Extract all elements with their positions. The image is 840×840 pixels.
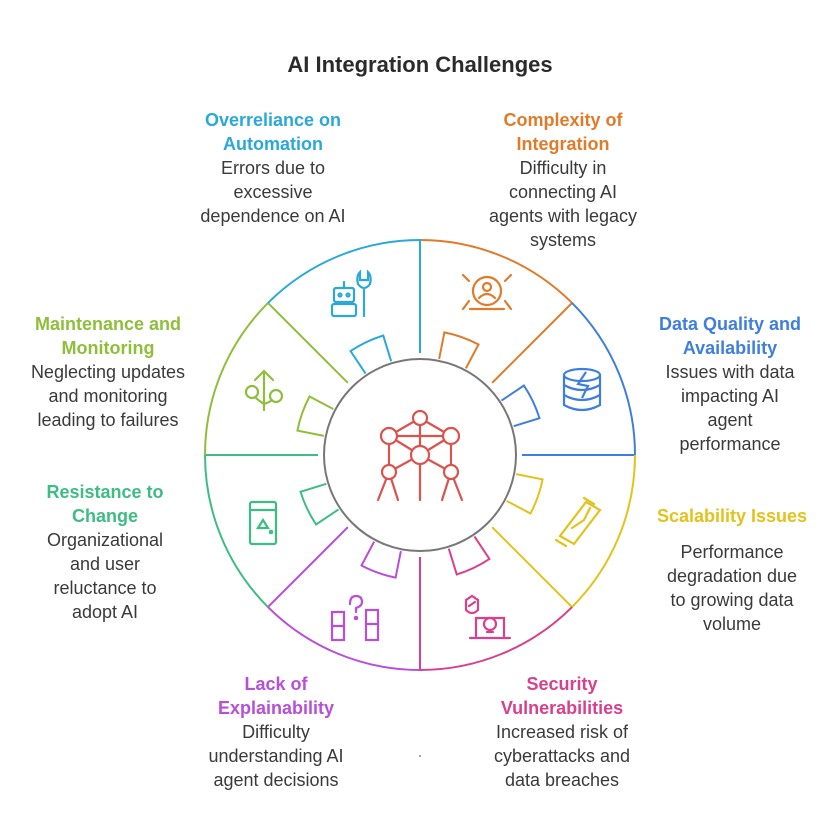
- page-title: AI Integration Challenges: [287, 52, 553, 77]
- database-icon: [562, 367, 602, 412]
- label-description: Errors due to excessive dependence on AI: [200, 158, 346, 226]
- wedge-overreliance: [267, 238, 421, 353]
- wedge-explainability: [266, 526, 421, 671]
- label-overreliance: Overreliance on Automation Errors due to…: [178, 108, 368, 228]
- label-heading: Lack of Explainability: [217, 674, 335, 718]
- wedge-data-quality: [522, 302, 637, 456]
- inner-tab-complexity: [438, 331, 480, 369]
- wedge-security: [419, 557, 573, 672]
- wedge-scalability: [491, 454, 636, 609]
- label-resistance: Resistance to Change Organizational and …: [30, 480, 180, 624]
- inner-tab-maintenance: [296, 395, 334, 437]
- plant-growth-icon: [244, 369, 284, 412]
- label-explainability: Lack of Explainability Difficulty unders…: [188, 672, 364, 792]
- user-network-icon: [461, 273, 513, 311]
- label-description: Difficulty understanding AI agent decisi…: [208, 722, 344, 790]
- inner-tab-data-quality: [500, 384, 541, 428]
- label-description: Neglecting updates and monitoring leadin…: [30, 362, 186, 430]
- label-description: Performance degradation due to growing d…: [666, 542, 798, 634]
- label-heading: Complexity of Integration: [503, 110, 623, 154]
- label-heading: Resistance to Change: [46, 482, 164, 526]
- label-scalability: Scalability Issues Performance degradati…: [640, 504, 824, 636]
- hourglass-icon: [554, 496, 602, 548]
- label-description: Difficulty in connecting AI agents with …: [488, 158, 638, 250]
- label-description: Increased risk of cyberattacks and data …: [493, 722, 631, 790]
- inner-tab-security: [447, 535, 491, 576]
- question-bars-icon: [330, 594, 380, 642]
- atomium-network-icon: [376, 409, 464, 502]
- label-complexity: Complexity of Integration Difficulty in …: [478, 108, 648, 252]
- label-description: Issues with data impacting AI agent perf…: [665, 362, 795, 454]
- label-description: Organizational and user reluctance to ad…: [46, 530, 164, 622]
- label-heading: Maintenance and Monitoring: [34, 314, 182, 358]
- wedge-complexity: [419, 239, 574, 384]
- label-data-quality: Data Quality and Availability Issues wit…: [640, 312, 820, 456]
- door-icon: [248, 500, 278, 546]
- wedge-maintenance: [204, 301, 349, 456]
- label-heading: Data Quality and Availability: [658, 314, 802, 358]
- label-maintenance: Maintenance and Monitoring Neglecting up…: [18, 312, 198, 432]
- wedge-resistance: [203, 454, 318, 608]
- robot-wrench-icon: [330, 269, 372, 318]
- dot: [419, 755, 421, 757]
- inner-tab-scalability: [506, 473, 544, 515]
- label-heading: Scalability Issues: [656, 506, 808, 526]
- laptop-skull-icon: [464, 594, 512, 640]
- label-heading: Overreliance on Automation: [204, 110, 342, 154]
- inner-tab-overreliance: [349, 334, 393, 375]
- label-security: Security Vulnerabilities Increased risk …: [474, 672, 650, 792]
- label-heading: Security Vulnerabilities: [500, 674, 624, 718]
- inner-tab-resistance: [299, 482, 340, 526]
- inner-tab-explainability: [360, 541, 402, 579]
